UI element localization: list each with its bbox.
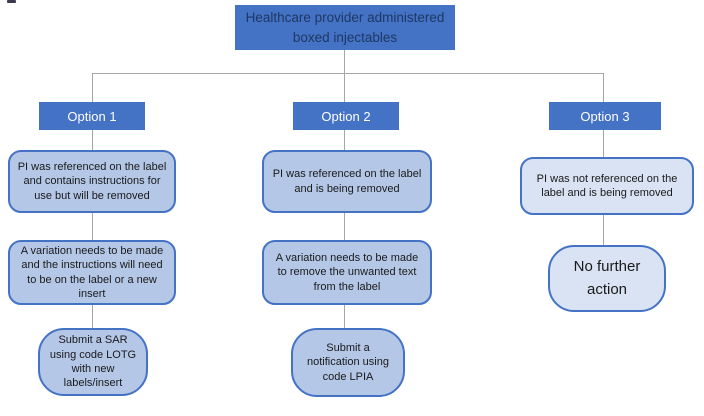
connector-drop-option1 xyxy=(92,73,93,102)
option-2-node: Option 2 xyxy=(293,102,399,130)
option3-step-no-further-action: No further action xyxy=(548,245,666,312)
option2-step-pi-referenced: PI was referenced on the label and is be… xyxy=(262,150,432,213)
root-node-healthcare-provider: Healthcare provider administered boxed i… xyxy=(235,5,455,50)
connector-col1-a xyxy=(92,130,93,150)
option2-step-variation-needed: A variation needs to be made to remove t… xyxy=(262,240,432,305)
connector-col2-b xyxy=(344,213,345,240)
option3-step-pi-not-referenced: PI was not referenced on the label and i… xyxy=(520,157,694,215)
connector-drop-option3 xyxy=(603,73,604,102)
option1-step-submit-sar: Submit a SAR using code LOTG with new la… xyxy=(38,328,148,396)
option1-step-variation-needed: A variation needs to be made and the ins… xyxy=(8,240,176,305)
option-1-node: Option 1 xyxy=(39,102,145,130)
screenshot-artifact xyxy=(7,0,16,3)
option-3-node: Option 3 xyxy=(549,102,661,130)
connector-col1-b xyxy=(92,213,93,240)
connector-branch-rail xyxy=(92,73,604,74)
connector-drop-option2 xyxy=(344,73,345,102)
connector-col2-a xyxy=(344,130,345,150)
option1-step-pi-referenced: PI was referenced on the label and conta… xyxy=(8,150,176,213)
connector-root-stub xyxy=(344,50,345,73)
connector-col2-c xyxy=(344,305,345,328)
connector-col3-a xyxy=(603,130,604,157)
connector-col3-b xyxy=(603,215,604,245)
connector-col1-c xyxy=(92,305,93,328)
option2-step-submit-notification: Submit a notification using code LPIA xyxy=(291,328,405,397)
